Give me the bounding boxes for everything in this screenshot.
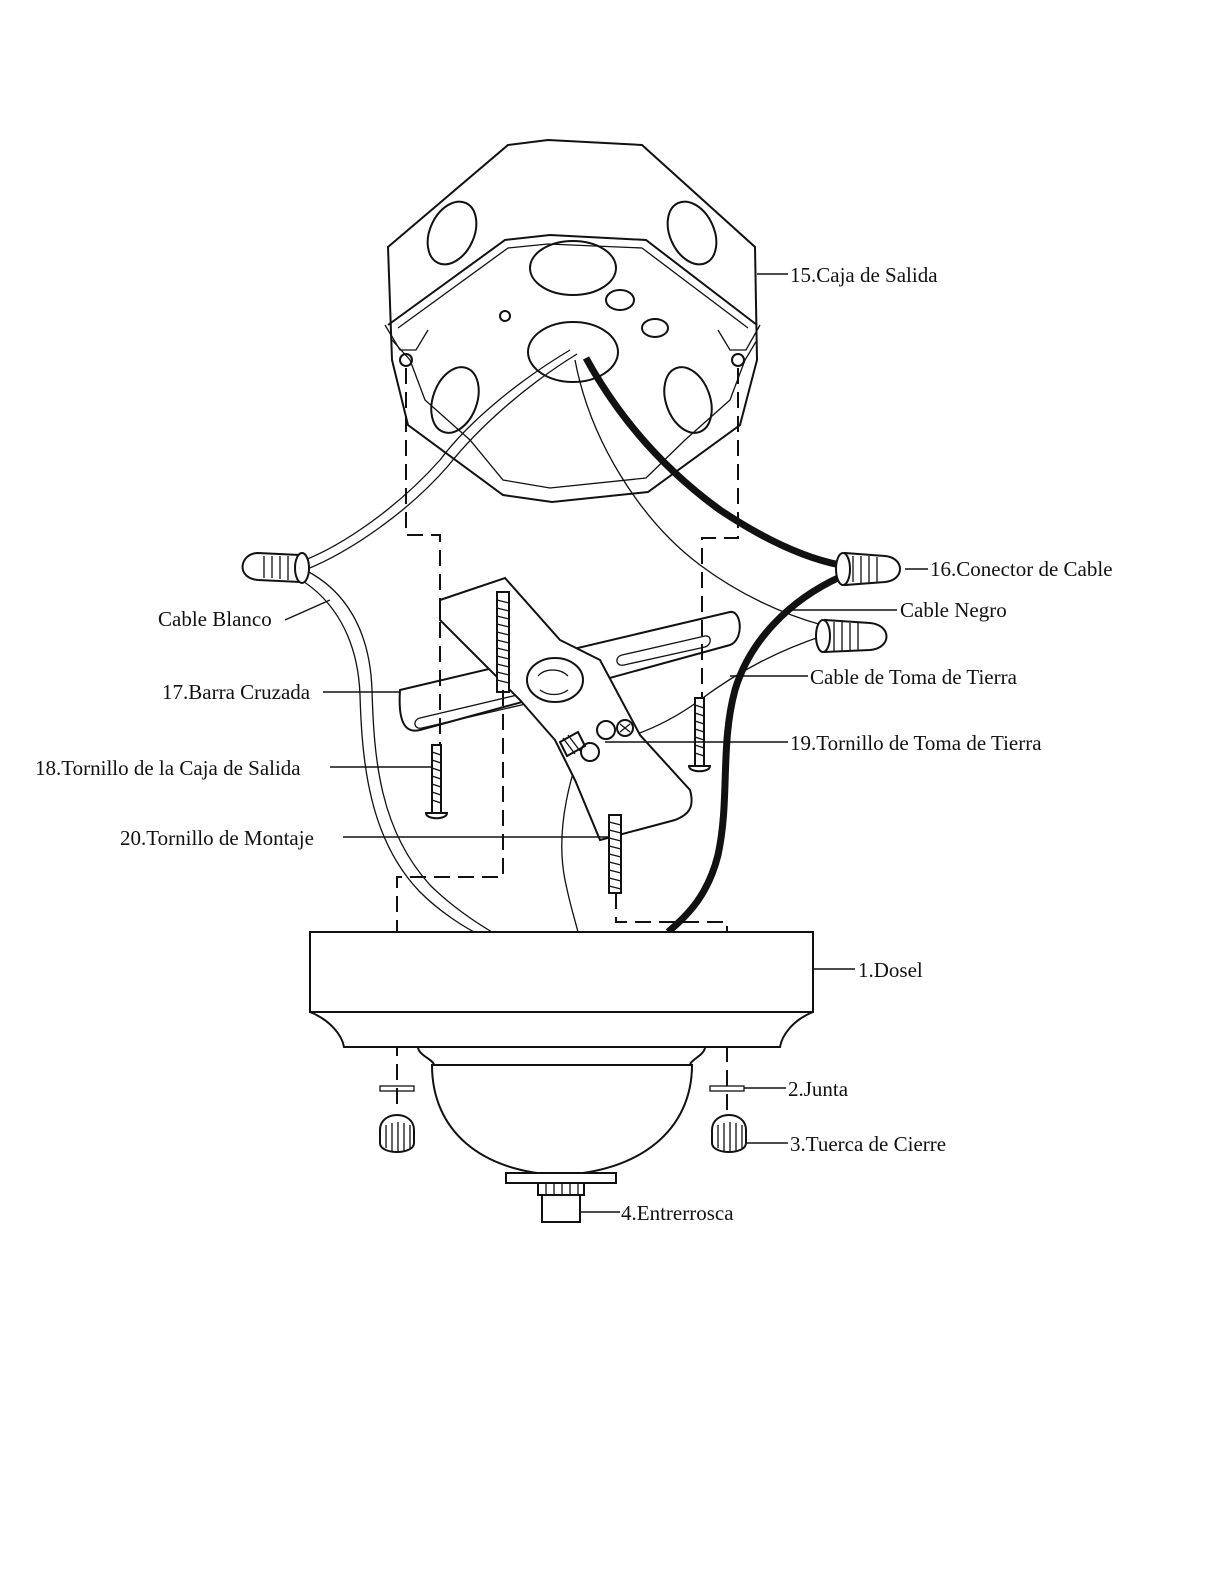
lock-nut-left (380, 1115, 414, 1152)
label-nipple: 4.Entrerrosca (621, 1201, 734, 1225)
mounting-screw-left (497, 592, 509, 692)
lock-nut-right (712, 1115, 746, 1152)
outlet-box (385, 140, 760, 502)
label-white-wire: Cable Blanco (158, 607, 272, 631)
label-wire-connector: 16.Conector de Cable (930, 557, 1113, 581)
label-lock-nut: 3.Tuerca de Cierre (790, 1132, 946, 1156)
label-mounting-screw: 20.Tornillo de Montaje (120, 826, 314, 850)
outlet-box-screw-right (689, 698, 710, 771)
label-outlet-box: 15.Caja de Salida (790, 263, 938, 287)
label-ground-wire: Cable de Toma de Tierra (810, 665, 1018, 689)
wire-connector-right (836, 553, 900, 585)
label-ground-screw: 19.Tornillo de Toma de Tierra (790, 731, 1042, 755)
mounting-screw-right (609, 815, 621, 893)
nipple (538, 1183, 584, 1222)
crossbar (400, 578, 740, 840)
label-crossbar: 17.Barra Cruzada (162, 680, 311, 704)
label-outlet-box-screw: 18.Tornillo de la Caja de Salida (35, 756, 301, 780)
label-black-wire: Cable Negro (900, 598, 1007, 622)
outlet-box-screw-left (426, 745, 447, 818)
label-canopy: 1.Dosel (858, 958, 923, 982)
black-wire-upper (586, 358, 840, 565)
washer-right (710, 1086, 744, 1091)
label-washer: 2.Junta (788, 1077, 849, 1101)
wire-connector-left (243, 553, 309, 583)
wire-connector-ground (816, 620, 887, 652)
